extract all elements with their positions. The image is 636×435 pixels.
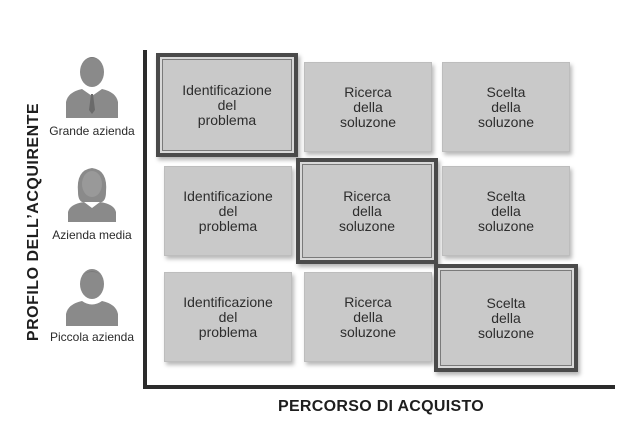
cell-small-identification: Identificazione del problema xyxy=(164,272,292,362)
cell-text: Identificazione del problema xyxy=(183,293,273,340)
cell-large-choice: Scelta della soluzone xyxy=(442,62,570,152)
cell-text: Ricerca della soluzone xyxy=(338,187,396,234)
cell-large-research: Ricerca della soluzone xyxy=(304,62,432,152)
x-axis-line xyxy=(143,385,615,389)
cell-text: Ricerca della soluzone xyxy=(339,83,397,130)
cell-text: Identificazione del problema xyxy=(182,81,272,128)
x-axis-label: PERCORSO DI ACQUISTO xyxy=(277,398,485,415)
cell-small-choice: Scelta della soluzone xyxy=(434,264,578,372)
cell-medium-identification: Identificazione del problema xyxy=(164,166,292,256)
profile-small-company: Piccola azienda xyxy=(40,264,140,374)
cell-medium-research: Ricerca della soluzone xyxy=(296,158,438,264)
profile-label: Grande azienda xyxy=(49,124,135,138)
cell-medium-choice: Scelta della soluzone xyxy=(442,166,570,256)
y-axis-line xyxy=(143,50,147,389)
profile-label: Azienda media xyxy=(52,228,132,242)
businessman-tie-icon xyxy=(66,57,118,118)
cell-text: Ricerca della soluzone xyxy=(339,293,397,340)
cell-text: Scelta della soluzone xyxy=(477,294,535,341)
profile-label: Piccola azienda xyxy=(49,330,135,344)
cell-large-identification: Identificazione del problema xyxy=(156,53,298,157)
person-icon xyxy=(66,269,118,326)
profile-medium-company: Azienda media xyxy=(40,162,140,272)
cell-text: Identificazione del problema xyxy=(183,187,273,234)
profile-large-company: Grande azienda xyxy=(40,52,140,162)
cell-text: Scelta della soluzone xyxy=(477,187,535,234)
businesswoman-icon xyxy=(68,168,116,222)
cell-small-research: Ricerca della soluzone xyxy=(304,272,432,362)
cell-text: Scelta della soluzone xyxy=(477,83,535,130)
